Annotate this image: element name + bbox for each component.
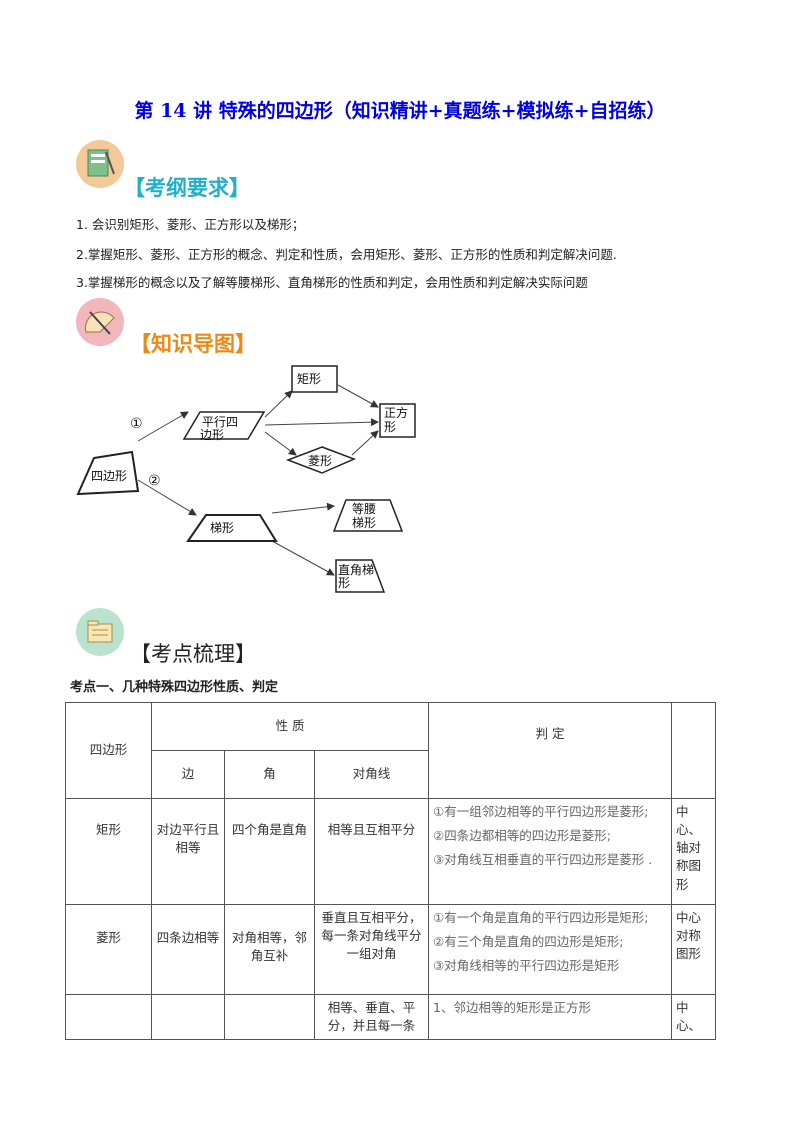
branch-1-label: ① xyxy=(130,416,143,432)
table-row: 菱形 四条边相等 对角相等，邻角互补 垂直且互相平分，每一条对角线平分一组对角 … xyxy=(65,904,717,995)
rhombus-shape xyxy=(285,446,356,474)
row-judge: ①有一个角是直角的平行四边形是矩形; ②有三个角是直角的四边形是矩形; ③对角线… xyxy=(428,904,673,995)
row-angle: 四个角是直角 xyxy=(224,798,315,905)
judge-item: ③对角线相等的平行四边形是矩形 xyxy=(433,958,620,974)
row-judge: 1、邻边相等的矩形是正方形 xyxy=(428,993,673,1041)
isosceles-trapezoid-label-2: 梯形 xyxy=(352,516,376,530)
rectangle-shape xyxy=(291,365,338,393)
table-row: 相等、垂直、平分，并且每一条 1、邻边相等的矩形是正方形 中心、 xyxy=(65,993,717,1041)
judge-item: ①有一组邻边相等的平行四边形是菱形; xyxy=(433,804,649,819)
row-judge: ①有一组邻边相等的平行四边形是菱形; ②四条边都相等的四边形是菱形; ③对角线互… xyxy=(428,798,673,905)
row-angle: 对角相等，邻角互补 xyxy=(224,904,315,995)
row-side: 四条边相等 xyxy=(151,904,225,995)
table-row: 矩形 对边平行且相等 四个角是直角 相等且互相平分 ①有一组邻边相等的平行四边形… xyxy=(65,798,717,905)
isosceles-trapezoid-shape xyxy=(332,499,404,532)
row-side xyxy=(151,993,225,1041)
header-side: 边 xyxy=(151,750,225,799)
rhombus-label: 菱形 xyxy=(308,454,332,468)
parallelogram-label-1: 平行四 xyxy=(202,415,238,429)
row-sym: 中心、 xyxy=(671,993,717,1041)
requirement-2: 2.掌握矩形、菱形、正方形的概念、判定和性质，会用矩形、菱形、正方形的性质和判定… xyxy=(76,247,617,262)
trapezoid-shape xyxy=(186,514,278,542)
notebook-icon xyxy=(76,140,124,188)
section-points-heading: 【考点梳理】 xyxy=(130,642,256,666)
requirement-1: 1. 会识别矩形、菱形、正方形以及梯形； xyxy=(76,217,305,232)
header-diag: 对角线 xyxy=(313,750,430,799)
rectangle-label: 矩形 xyxy=(297,372,321,386)
judge-item: ③对角线互相垂直的平行四边形是菱形 . xyxy=(433,852,653,868)
row-diag: 垂直且互相平分，每一条对角线平分一组对角 xyxy=(313,904,430,995)
right-trapezoid-label-1: 直角梯 xyxy=(338,563,374,577)
kaodian-heading: 考点一、几种特殊四边形性质、判定 xyxy=(70,680,279,695)
header-quad: 四边形 xyxy=(65,702,152,799)
trapezoid-label: 梯形 xyxy=(210,521,234,535)
header-props: 性 质 xyxy=(150,702,430,751)
folder-icon xyxy=(76,608,124,656)
square-shape xyxy=(379,403,416,438)
quadrilateral-label: 四边形 xyxy=(91,469,127,483)
protractor-icon xyxy=(76,298,124,346)
square-label-1: 正方 xyxy=(384,405,408,420)
knowledge-diagram: ① ② 四边形 平行四 边形 矩形 正方 形 菱形 梯形 等腰 梯形 直角梯 形 xyxy=(76,365,416,593)
header-angle: 角 xyxy=(224,750,315,799)
header-judge: 判 定 xyxy=(428,702,673,799)
row-angle xyxy=(224,993,315,1041)
branch-2-label: ② xyxy=(148,473,161,489)
quadrilateral-shape xyxy=(76,450,140,496)
section-mindmap-heading: 【知识导图】 xyxy=(130,332,256,356)
right-trapezoid-shape xyxy=(335,559,386,593)
requirement-3: 3.掌握梯形的概念以及了解等腰梯形、直角梯形的性质和判定，会用性质和判定解决实际… xyxy=(76,275,588,290)
parallelogram-label-2: 边形 xyxy=(200,428,224,442)
square-label-2: 形 xyxy=(384,420,396,434)
row-diag: 相等且互相平分 xyxy=(313,798,430,905)
row-name: 矩形 xyxy=(65,798,152,905)
judge-item: 1、邻边相等的矩形是正方形 xyxy=(433,1000,591,1015)
header-sym xyxy=(671,702,717,799)
judge-item: ②有三个角是直角的四边形是矩形; xyxy=(433,934,624,950)
parallelogram-shape xyxy=(182,411,266,440)
judge-item: ②四条边都相等的四边形是菱形; xyxy=(433,828,611,844)
row-sym: 中心对称图形 xyxy=(671,904,717,995)
row-side: 对边平行且相等 xyxy=(151,798,225,905)
right-trapezoid-label-2: 形 xyxy=(338,576,350,590)
row-name: 菱形 xyxy=(65,904,152,995)
isosceles-trapezoid-label-1: 等腰 xyxy=(352,502,376,516)
judge-item: ①有一个角是直角的平行四边形是矩形; xyxy=(433,910,649,925)
properties-table: 四边形 性 质 判 定 边 角 对角线 矩形 对边平行且相等 四个角是直角 相等… xyxy=(65,702,717,1041)
row-diag: 相等、垂直、平分，并且每一条 xyxy=(313,993,430,1041)
page-title: 第 14 讲 特殊的四边形（知识精讲+真题练+模拟练+自招练） xyxy=(134,100,666,122)
section-requirements-heading: 【考纲要求】 xyxy=(124,176,250,200)
row-sym: 中心、轴对称图形 xyxy=(671,798,717,905)
row-name xyxy=(65,993,152,1041)
